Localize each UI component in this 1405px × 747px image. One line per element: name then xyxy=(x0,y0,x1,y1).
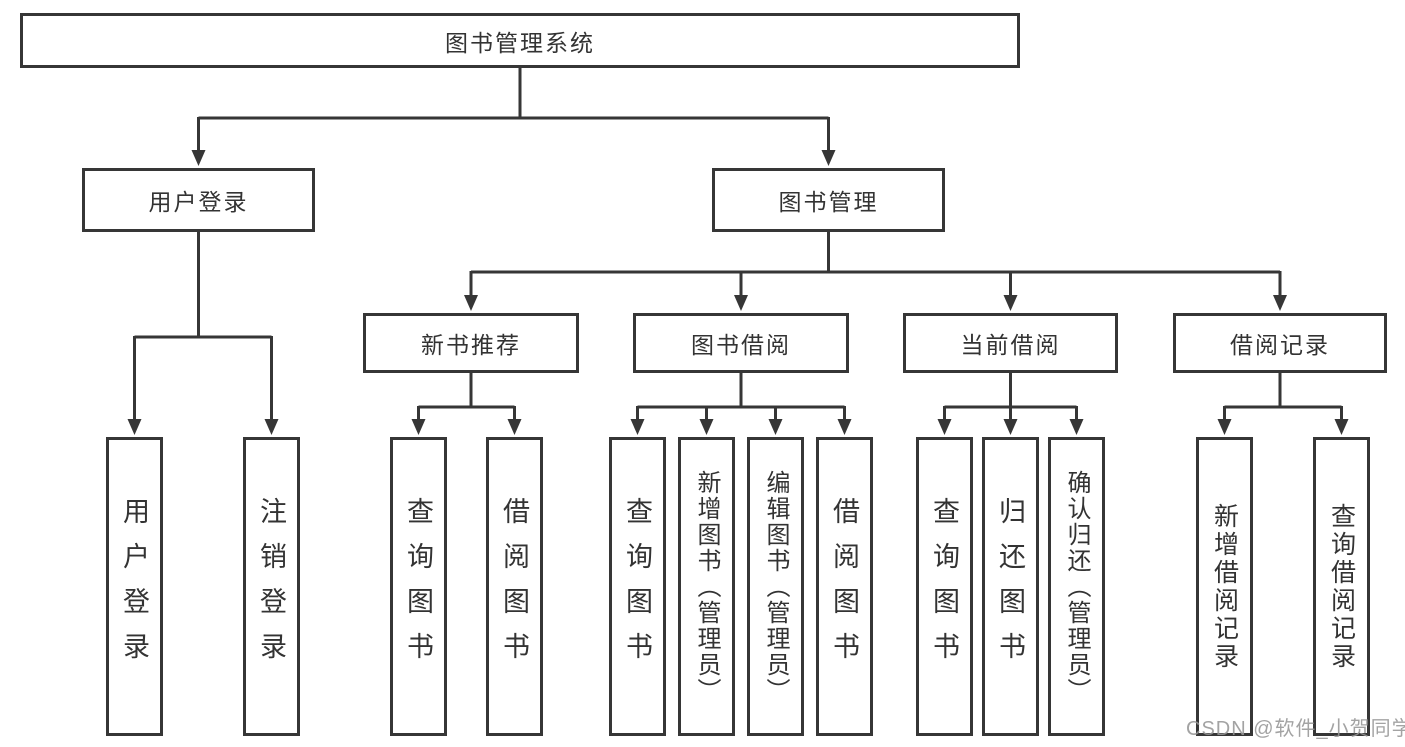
connector-root-split xyxy=(191,68,836,166)
csdn-watermark: CSDN @软件_小贺同学 xyxy=(1186,718,1405,740)
leaf-query-books: 查询图书 xyxy=(609,437,666,736)
arrowhead-down-icon xyxy=(734,295,748,311)
connector-new-book-split xyxy=(411,373,522,435)
arrowhead-down-icon xyxy=(1003,419,1018,435)
leaf-borrow-books: 借阅图书 xyxy=(816,437,873,736)
leaf-query-books: 查询图书 xyxy=(390,437,447,736)
leaf-return-books: 归还图书 xyxy=(982,437,1039,736)
node-new-book-recommend: 新书推荐 xyxy=(363,313,579,373)
node-label: 图书借阅 xyxy=(691,332,791,358)
node-label: 图书管理 xyxy=(778,189,879,215)
leaf-label: 新增图书（管理员） xyxy=(693,469,720,704)
connector-book-management-split xyxy=(464,232,1287,311)
arrowhead-down-icon xyxy=(1334,419,1349,435)
leaf-label: 借阅图书 xyxy=(829,496,859,677)
leaf-borrow-books: 借阅图书 xyxy=(486,437,543,736)
leaf-logout: 注销登录 xyxy=(243,437,300,736)
connector-borrow-records-split xyxy=(1217,373,1349,435)
leaf-edit-book-admin: 编辑图书（管理员） xyxy=(747,437,804,736)
arrowhead-down-icon xyxy=(821,150,836,166)
leaf-label: 注销登录 xyxy=(256,496,286,677)
leaf-label: 借阅图书 xyxy=(499,496,529,677)
leaf-label: 查询借阅记录 xyxy=(1327,502,1356,671)
arrowhead-down-icon xyxy=(1003,295,1018,311)
node-library-management-system: 图书管理系统 xyxy=(20,13,1020,68)
node-borrow-records: 借阅记录 xyxy=(1173,313,1387,373)
leaf-query-books: 查询图书 xyxy=(916,437,973,736)
arrowhead-down-icon xyxy=(507,419,522,435)
arrowhead-down-icon xyxy=(1273,295,1287,311)
node-label: 新书推荐 xyxy=(421,332,521,358)
arrowhead-down-icon xyxy=(837,419,852,435)
connector-user-login-split xyxy=(127,232,279,435)
leaf-label: 查询图书 xyxy=(929,496,959,677)
arrowhead-down-icon xyxy=(127,419,142,435)
leaf-label: 归还图书 xyxy=(995,496,1025,677)
leaf-query-borrow-record: 查询借阅记录 xyxy=(1313,437,1370,736)
arrowhead-down-icon xyxy=(411,419,426,435)
leaf-add-borrow-record: 新增借阅记录 xyxy=(1196,437,1253,736)
node-label: 图书管理系统 xyxy=(445,29,595,56)
arrowhead-down-icon xyxy=(699,419,714,435)
node-current-borrow: 当前借阅 xyxy=(903,313,1118,373)
arrowhead-down-icon xyxy=(1217,419,1232,435)
leaf-label: 新增借阅记录 xyxy=(1210,502,1239,671)
leaf-label: 用户登录 xyxy=(119,496,149,677)
node-book-management: 图书管理 xyxy=(712,168,945,232)
node-label: 用户登录 xyxy=(148,189,249,215)
connector-current-borrow-split xyxy=(937,373,1084,435)
arrowhead-down-icon xyxy=(464,295,478,311)
node-label: 当前借阅 xyxy=(960,332,1061,358)
leaf-label: 编辑图书（管理员） xyxy=(762,469,789,704)
arrowhead-down-icon xyxy=(1069,419,1084,435)
leaf-add-book-admin: 新增图书（管理员） xyxy=(678,437,735,736)
node-book-borrow: 图书借阅 xyxy=(633,313,849,373)
arrowhead-down-icon xyxy=(768,419,783,435)
node-user-login: 用户登录 xyxy=(82,168,315,232)
leaf-confirm-return-admin: 确认归还（管理员） xyxy=(1048,437,1105,736)
leaf-label: 查询图书 xyxy=(403,496,433,677)
leaf-label: 查询图书 xyxy=(622,496,652,677)
node-label: 借阅记录 xyxy=(1230,332,1330,358)
connector-book-borrow-split xyxy=(630,373,852,435)
arrowhead-down-icon xyxy=(937,419,952,435)
leaf-label: 确认归还（管理员） xyxy=(1063,469,1090,704)
leaf-user-login: 用户登录 xyxy=(106,437,163,736)
arrowhead-down-icon xyxy=(264,419,279,435)
arrowhead-down-icon xyxy=(191,150,206,166)
arrowhead-down-icon xyxy=(630,419,645,435)
